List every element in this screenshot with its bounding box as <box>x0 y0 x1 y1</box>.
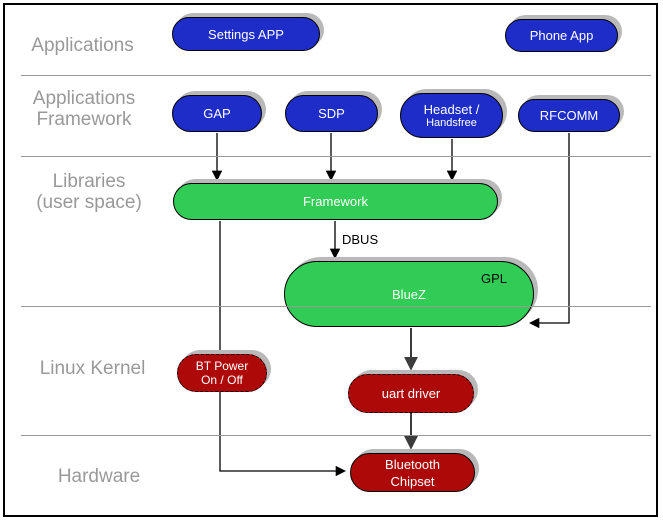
node-uart-driver: uart driver <box>348 374 474 413</box>
layer-label-line: Libraries <box>52 171 126 192</box>
node-label: uart driver <box>381 386 441 401</box>
node-label: Chipset <box>390 473 435 489</box>
node-framework: Framework <box>173 183 498 220</box>
connector-framework-to-chipset-via-btpower <box>219 221 347 477</box>
node-phone-app: Phone App <box>505 19 618 52</box>
node-label: Bluetooth <box>385 456 440 472</box>
node-label: BlueZ <box>392 286 426 302</box>
node-label: On / Off <box>201 373 243 387</box>
dbus-label: DBUS <box>342 232 379 247</box>
node-label: BT Power <box>195 359 249 373</box>
layer-label-linux-kernel: Linux Kernel <box>39 358 146 379</box>
separator-libraries <box>21 306 651 307</box>
node-label: RFCOMM <box>539 108 599 123</box>
node-label: SDP <box>318 106 345 121</box>
separator-applications <box>21 75 651 76</box>
separator-applications-framework <box>21 156 651 157</box>
node-label: Phone App <box>529 28 594 43</box>
node-label: Handsfree <box>426 116 477 129</box>
node-label: Settings APP <box>208 26 284 42</box>
layer-label-line: Applications <box>32 88 136 109</box>
gpl-badge: GPL <box>480 271 507 286</box>
node-settings-app: Settings APP <box>172 17 320 51</box>
connector-rfcomm-to-bluez <box>528 133 570 329</box>
layer-label-applications: Applications <box>31 35 134 56</box>
node-gap: GAP <box>172 95 262 132</box>
node-bluez: GPL BlueZ <box>284 261 534 327</box>
layer-label-libraries: Libraries (user space) <box>25 171 153 213</box>
layer-label-line: (user space) <box>36 192 142 213</box>
node-headset-handsfree: Headset / Handsfree <box>400 93 503 138</box>
node-bluetooth-chipset: Bluetooth Chipset <box>350 453 475 492</box>
layer-label-applications-framework: Applications Framework <box>20 88 148 130</box>
layer-label-line: Framework <box>36 109 132 130</box>
node-rfcomm: RFCOMM <box>518 99 620 132</box>
diagram-border <box>3 3 658 517</box>
node-label: Framework <box>302 194 368 209</box>
node-bt-power: BT Power On / Off <box>177 354 267 392</box>
separator-linux-kernel <box>21 435 651 436</box>
layer-label-hardware: Hardware <box>57 466 141 487</box>
node-label: Headset / <box>423 101 480 117</box>
node-label: GAP <box>203 106 231 121</box>
node-sdp: SDP <box>285 95 378 132</box>
